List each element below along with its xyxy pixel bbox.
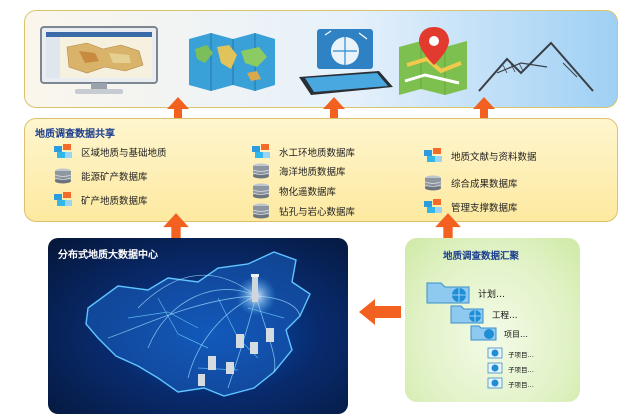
tree-node-subproject-3[interactable]: 子项目… xyxy=(487,374,534,393)
monitor-map-icon xyxy=(40,26,158,94)
data-sharing-panel: 地质调查数据共享 区域地质与基础地质 能源矿产数据库 矿产地质数据库 水工环地质… xyxy=(24,118,618,222)
world-map-icon xyxy=(189,33,275,91)
db-label: 钻孔与岩心数据库 xyxy=(279,207,356,218)
map-pin-icon xyxy=(399,27,467,95)
db-label: 管理支撑数据库 xyxy=(451,203,518,214)
db-label: 海洋地质数据库 xyxy=(279,167,346,178)
tree-label: 项目… xyxy=(504,329,528,339)
stacked-cubes-icon xyxy=(423,148,443,164)
arrow-up-1 xyxy=(167,97,189,119)
arrow-left xyxy=(359,299,401,325)
mountain-sketch-icon xyxy=(478,41,594,92)
data-center-panel: 分布式地质大数据中心 xyxy=(48,238,348,414)
tree-node-subproject-1[interactable]: 子项目… xyxy=(487,344,534,363)
tree-node-subproject-2[interactable]: 子项目… xyxy=(487,359,534,378)
folder-globe-icon xyxy=(425,278,473,308)
db-item-mineral-geology[interactable]: 矿产地质数据库 xyxy=(53,191,148,209)
db-label: 物化遥数据库 xyxy=(279,187,337,198)
db-label: 矿产地质数据库 xyxy=(81,196,148,207)
data-center-title: 分布式地质大数据中心 xyxy=(58,250,158,261)
stacked-cubes-icon xyxy=(53,144,73,160)
tree-label: 工程… xyxy=(492,311,518,321)
stacked-cubes-icon xyxy=(423,199,443,215)
stacked-cubes-icon xyxy=(251,144,271,160)
tree-label: 子项目… xyxy=(508,380,534,389)
db-item-management-support[interactable]: 管理支撑数据库 xyxy=(423,198,518,216)
globe-window-icon xyxy=(487,359,503,378)
globe-window-icon xyxy=(487,344,503,363)
db-label: 水工环地质数据库 xyxy=(279,148,356,159)
db-item-energy-minerals[interactable]: 能源矿产数据库 xyxy=(53,167,148,185)
db-label: 区域地质与基础地质 xyxy=(81,148,167,159)
arrow-up-2 xyxy=(323,97,345,119)
database-icon xyxy=(423,175,443,191)
globe-window-icon xyxy=(487,374,503,393)
folder-globe-icon xyxy=(449,302,487,328)
data-aggregation-panel: 地质调查数据汇聚 计划… 工程… 项目… 子项目… 子项目… 子项目… xyxy=(405,238,580,402)
arrow-up-left xyxy=(163,213,189,239)
db-label: 能源矿产数据库 xyxy=(81,172,148,183)
db-item-marine-geology[interactable]: 海洋地质数据库 xyxy=(251,162,346,180)
database-icon xyxy=(53,168,73,184)
tablet-globe-icon xyxy=(299,29,393,95)
tree-node-project-group[interactable]: 工程… xyxy=(449,302,518,328)
database-icon xyxy=(251,183,271,199)
tree-node-project[interactable]: 项目… xyxy=(469,323,528,345)
database-icon xyxy=(251,203,271,219)
sharing-title: 地质调查数据共享 xyxy=(35,129,115,140)
tree-label: 子项目… xyxy=(508,350,534,359)
tree-node-plan[interactable]: 计划… xyxy=(425,278,505,308)
db-label: 地质文献与资料数据 xyxy=(451,152,537,163)
db-item-literature-data[interactable]: 地质文献与资料数据 xyxy=(423,147,537,165)
arrow-up-3 xyxy=(473,97,495,119)
folder-globe-icon xyxy=(469,323,499,345)
aggregation-title: 地质调查数据汇聚 xyxy=(443,251,520,262)
db-item-hydro-env-geology[interactable]: 水工环地质数据库 xyxy=(251,143,355,161)
db-label: 综合成果数据库 xyxy=(451,179,518,190)
database-icon xyxy=(251,163,271,179)
db-item-borehole-core[interactable]: 钻孔与岩心数据库 xyxy=(251,202,355,220)
arrow-up-right xyxy=(435,213,461,239)
db-item-geophysics-geochem-rs[interactable]: 物化遥数据库 xyxy=(251,182,336,200)
china-map-network-icon xyxy=(85,251,311,397)
tree-label: 子项目… xyxy=(508,365,534,374)
application-banner xyxy=(24,10,618,108)
db-item-integrated-results[interactable]: 综合成果数据库 xyxy=(423,174,518,192)
db-item-regional-geology[interactable]: 区域地质与基础地质 xyxy=(53,143,167,161)
stacked-cubes-icon xyxy=(53,192,73,208)
tree-label: 计划… xyxy=(478,289,506,300)
